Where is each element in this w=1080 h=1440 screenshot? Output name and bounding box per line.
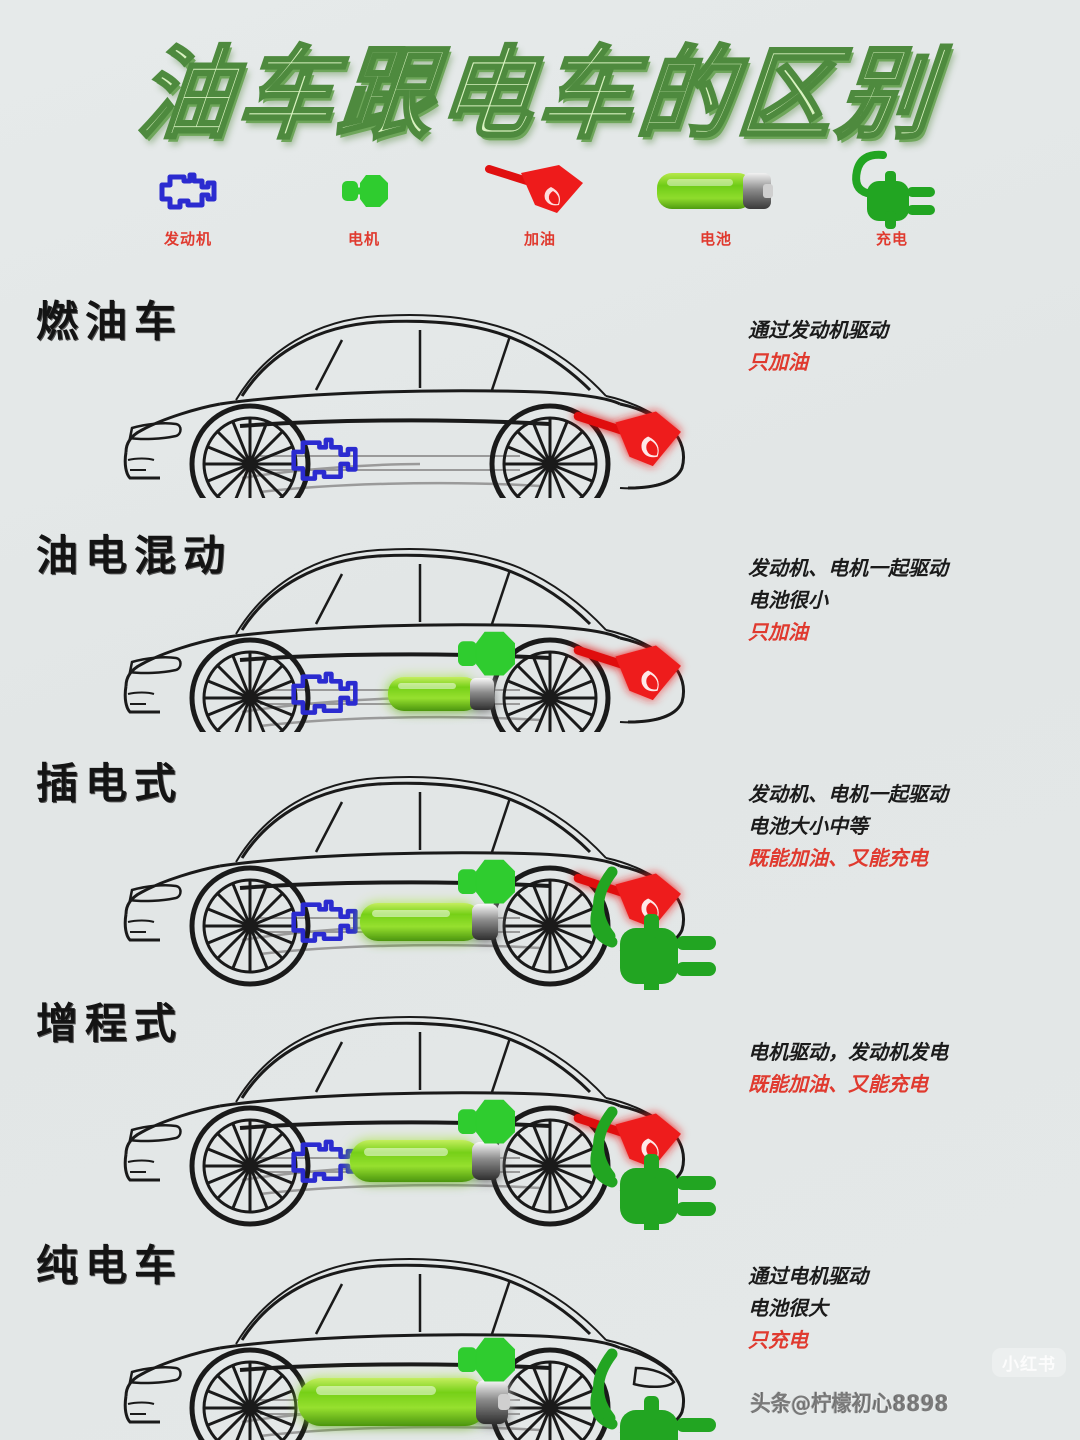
row-description-plugin-hybrid: 发动机、电机一起驱动 电池大小中等 既能加油、又能充电 <box>748 778 1068 874</box>
engine-icon <box>294 902 356 941</box>
car-illustration-electric <box>120 1222 740 1440</box>
watermark-xiaohongshu: 小红书 <box>992 1348 1066 1377</box>
desc-line: 发动机、电机一起驱动 <box>748 782 948 806</box>
desc-line: 电池很大 <box>748 1296 828 1320</box>
engine-icon <box>294 440 356 479</box>
desc-line-highlight: 既能加油、又能充电 <box>748 846 928 870</box>
desc-line: 通过电机驱动 <box>748 1264 868 1288</box>
row-description-hybrid: 发动机、电机一起驱动 电池很小 只加油 <box>748 552 1068 648</box>
title-container: 油车跟电车的区别 <box>0 18 1080 155</box>
row-plugin-hybrid: 插电式 发动机、电机一起驱动 电池大 <box>0 740 1080 990</box>
legend-label-engine: 发动机 <box>163 230 212 248</box>
legend-label-fuel: 加油 <box>523 230 556 248</box>
desc-line: 电池大小中等 <box>748 814 868 838</box>
row-label-range-extender: 增程式 <box>36 999 184 1048</box>
legend-item-engine: 发动机 <box>100 160 276 249</box>
legend-row: 发动机 电机 加油 <box>0 150 1080 249</box>
desc-line-highlight: 只加油 <box>748 620 808 644</box>
engine-icon <box>294 1142 356 1181</box>
car-illustration-gasoline <box>120 278 740 498</box>
fuel-nozzle-icon <box>578 412 681 467</box>
legend-label-motor: 电机 <box>347 230 380 248</box>
battery-icon <box>651 160 781 222</box>
desc-line: 电池很小 <box>748 588 828 612</box>
watermark-toutiao: 头条@柠檬初心8898 <box>750 1392 949 1417</box>
row-description-range-extender: 电机驱动，发动机发电 既能加油、又能充电 <box>748 1036 1068 1100</box>
car-illustration-hybrid <box>120 512 740 732</box>
row-electric: 纯电车 通过电机驱动 电池很大 只充电 <box>0 1222 1080 1440</box>
motor-icon <box>458 860 515 904</box>
fuel-nozzle-icon <box>485 160 595 222</box>
fuel-nozzle-icon <box>578 646 681 701</box>
desc-line: 发动机、电机一起驱动 <box>748 556 948 580</box>
battery-icon-medium <box>360 903 498 941</box>
page-title: 油车跟电车的区别 <box>131 35 946 155</box>
battery-icon-small <box>388 677 494 711</box>
legend-item-fuel: 加油 <box>452 160 628 249</box>
desc-line-highlight: 只加油 <box>748 350 808 374</box>
car-illustration-plugin-hybrid <box>120 740 740 990</box>
battery-icon-large <box>298 1378 510 1426</box>
row-label-plugin-hybrid: 插电式 <box>36 759 184 808</box>
engine-icon <box>294 674 356 713</box>
row-hybrid: 油电混动 发动机、电机一起驱动 电池很小 只加油 <box>0 512 1080 732</box>
motor-icon <box>328 160 400 222</box>
desc-line: 通过发动机驱动 <box>748 318 888 342</box>
desc-line: 电机驱动，发动机发电 <box>748 1040 948 1064</box>
legend-item-charge: 充电 <box>804 150 980 249</box>
battery-icon-medium <box>350 1140 500 1182</box>
row-gasoline: 燃油车 通过发动机驱动 只加油 <box>0 278 1080 498</box>
car-illustration-range-extender <box>120 980 740 1230</box>
motor-icon <box>458 1100 515 1144</box>
legend-label-battery: 电池 <box>699 230 732 248</box>
charge-plug-icon <box>837 150 947 229</box>
row-range-extender: 增程式 电机驱动，发动机发电 既能加油、又能充电 <box>0 980 1080 1230</box>
desc-line-highlight: 既能加油、又能充电 <box>748 1072 928 1096</box>
row-description-gasoline: 通过发动机驱动 只加油 <box>748 314 1068 378</box>
legend-item-battery: 电池 <box>628 160 804 249</box>
motor-icon <box>458 1338 515 1382</box>
row-label-electric: 纯电车 <box>36 1241 184 1290</box>
engine-icon <box>152 160 224 222</box>
desc-line-highlight: 只充电 <box>748 1328 808 1352</box>
row-description-electric: 通过电机驱动 电池很大 只充电 <box>748 1260 1068 1356</box>
legend-label-charge: 充电 <box>875 230 908 248</box>
row-label-hybrid: 油电混动 <box>36 531 233 580</box>
row-label-gasoline: 燃油车 <box>36 297 184 346</box>
legend-item-motor: 电机 <box>276 160 452 249</box>
motor-icon <box>458 632 515 676</box>
